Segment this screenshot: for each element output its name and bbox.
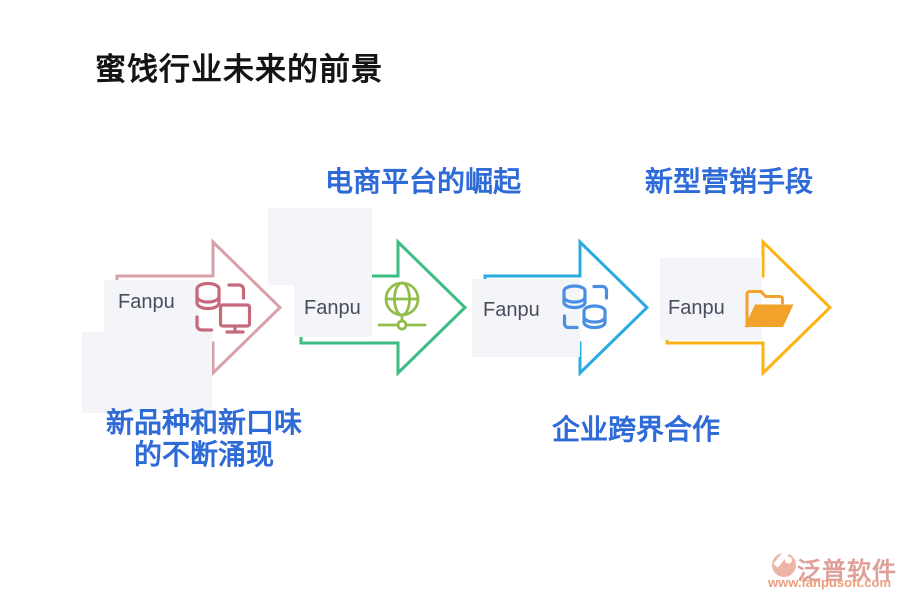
database-network-icon bbox=[195, 281, 252, 334]
brand-label-step-2: Fanpu bbox=[304, 297, 361, 319]
panel-step-1-lower bbox=[82, 332, 212, 413]
brand-label-step-4: Fanpu bbox=[668, 297, 725, 319]
panel-step-2-label bbox=[294, 284, 372, 337]
panel-step-1-label bbox=[104, 280, 200, 332]
caption-new-varieties: 新品种和新口味 的不断涌现 bbox=[84, 408, 324, 472]
brand-label-step-1: Fanpu bbox=[118, 291, 175, 313]
open-folder-icon bbox=[744, 290, 794, 328]
database-sync-icon bbox=[562, 284, 609, 330]
page-title: 蜜饯行业未来的前景 bbox=[95, 52, 383, 87]
database-sync-strokes bbox=[562, 284, 609, 330]
caption-new-marketing: 新型营销手段 bbox=[645, 167, 814, 198]
folder-back bbox=[745, 290, 784, 328]
folder-front bbox=[744, 304, 794, 327]
fanpu-logo-icon bbox=[772, 549, 796, 577]
caption-ecommerce-rise: 电商平台的崛起 bbox=[325, 167, 522, 198]
brand-label-step-3: Fanpu bbox=[483, 299, 540, 321]
watermark-brand-name: 泛普软件 bbox=[797, 559, 897, 585]
database-network-strokes bbox=[195, 281, 252, 334]
arrow-step-2 bbox=[299, 238, 468, 377]
watermark-url: www.fanpusoft.com bbox=[768, 575, 892, 590]
panel-step-2-upper bbox=[268, 208, 372, 285]
arrow-step-4 bbox=[665, 238, 833, 377]
panel-step-3-label bbox=[472, 279, 580, 357]
globe-network-strokes bbox=[378, 281, 427, 331]
caption-new-varieties-line-1: 新品种和新口味 bbox=[105, 408, 302, 439]
globe-network-icon bbox=[378, 281, 427, 331]
caption-new-varieties-line-2: 的不断涌现 bbox=[133, 440, 274, 471]
caption-cross-industry: 企业跨界合作 bbox=[552, 415, 721, 446]
